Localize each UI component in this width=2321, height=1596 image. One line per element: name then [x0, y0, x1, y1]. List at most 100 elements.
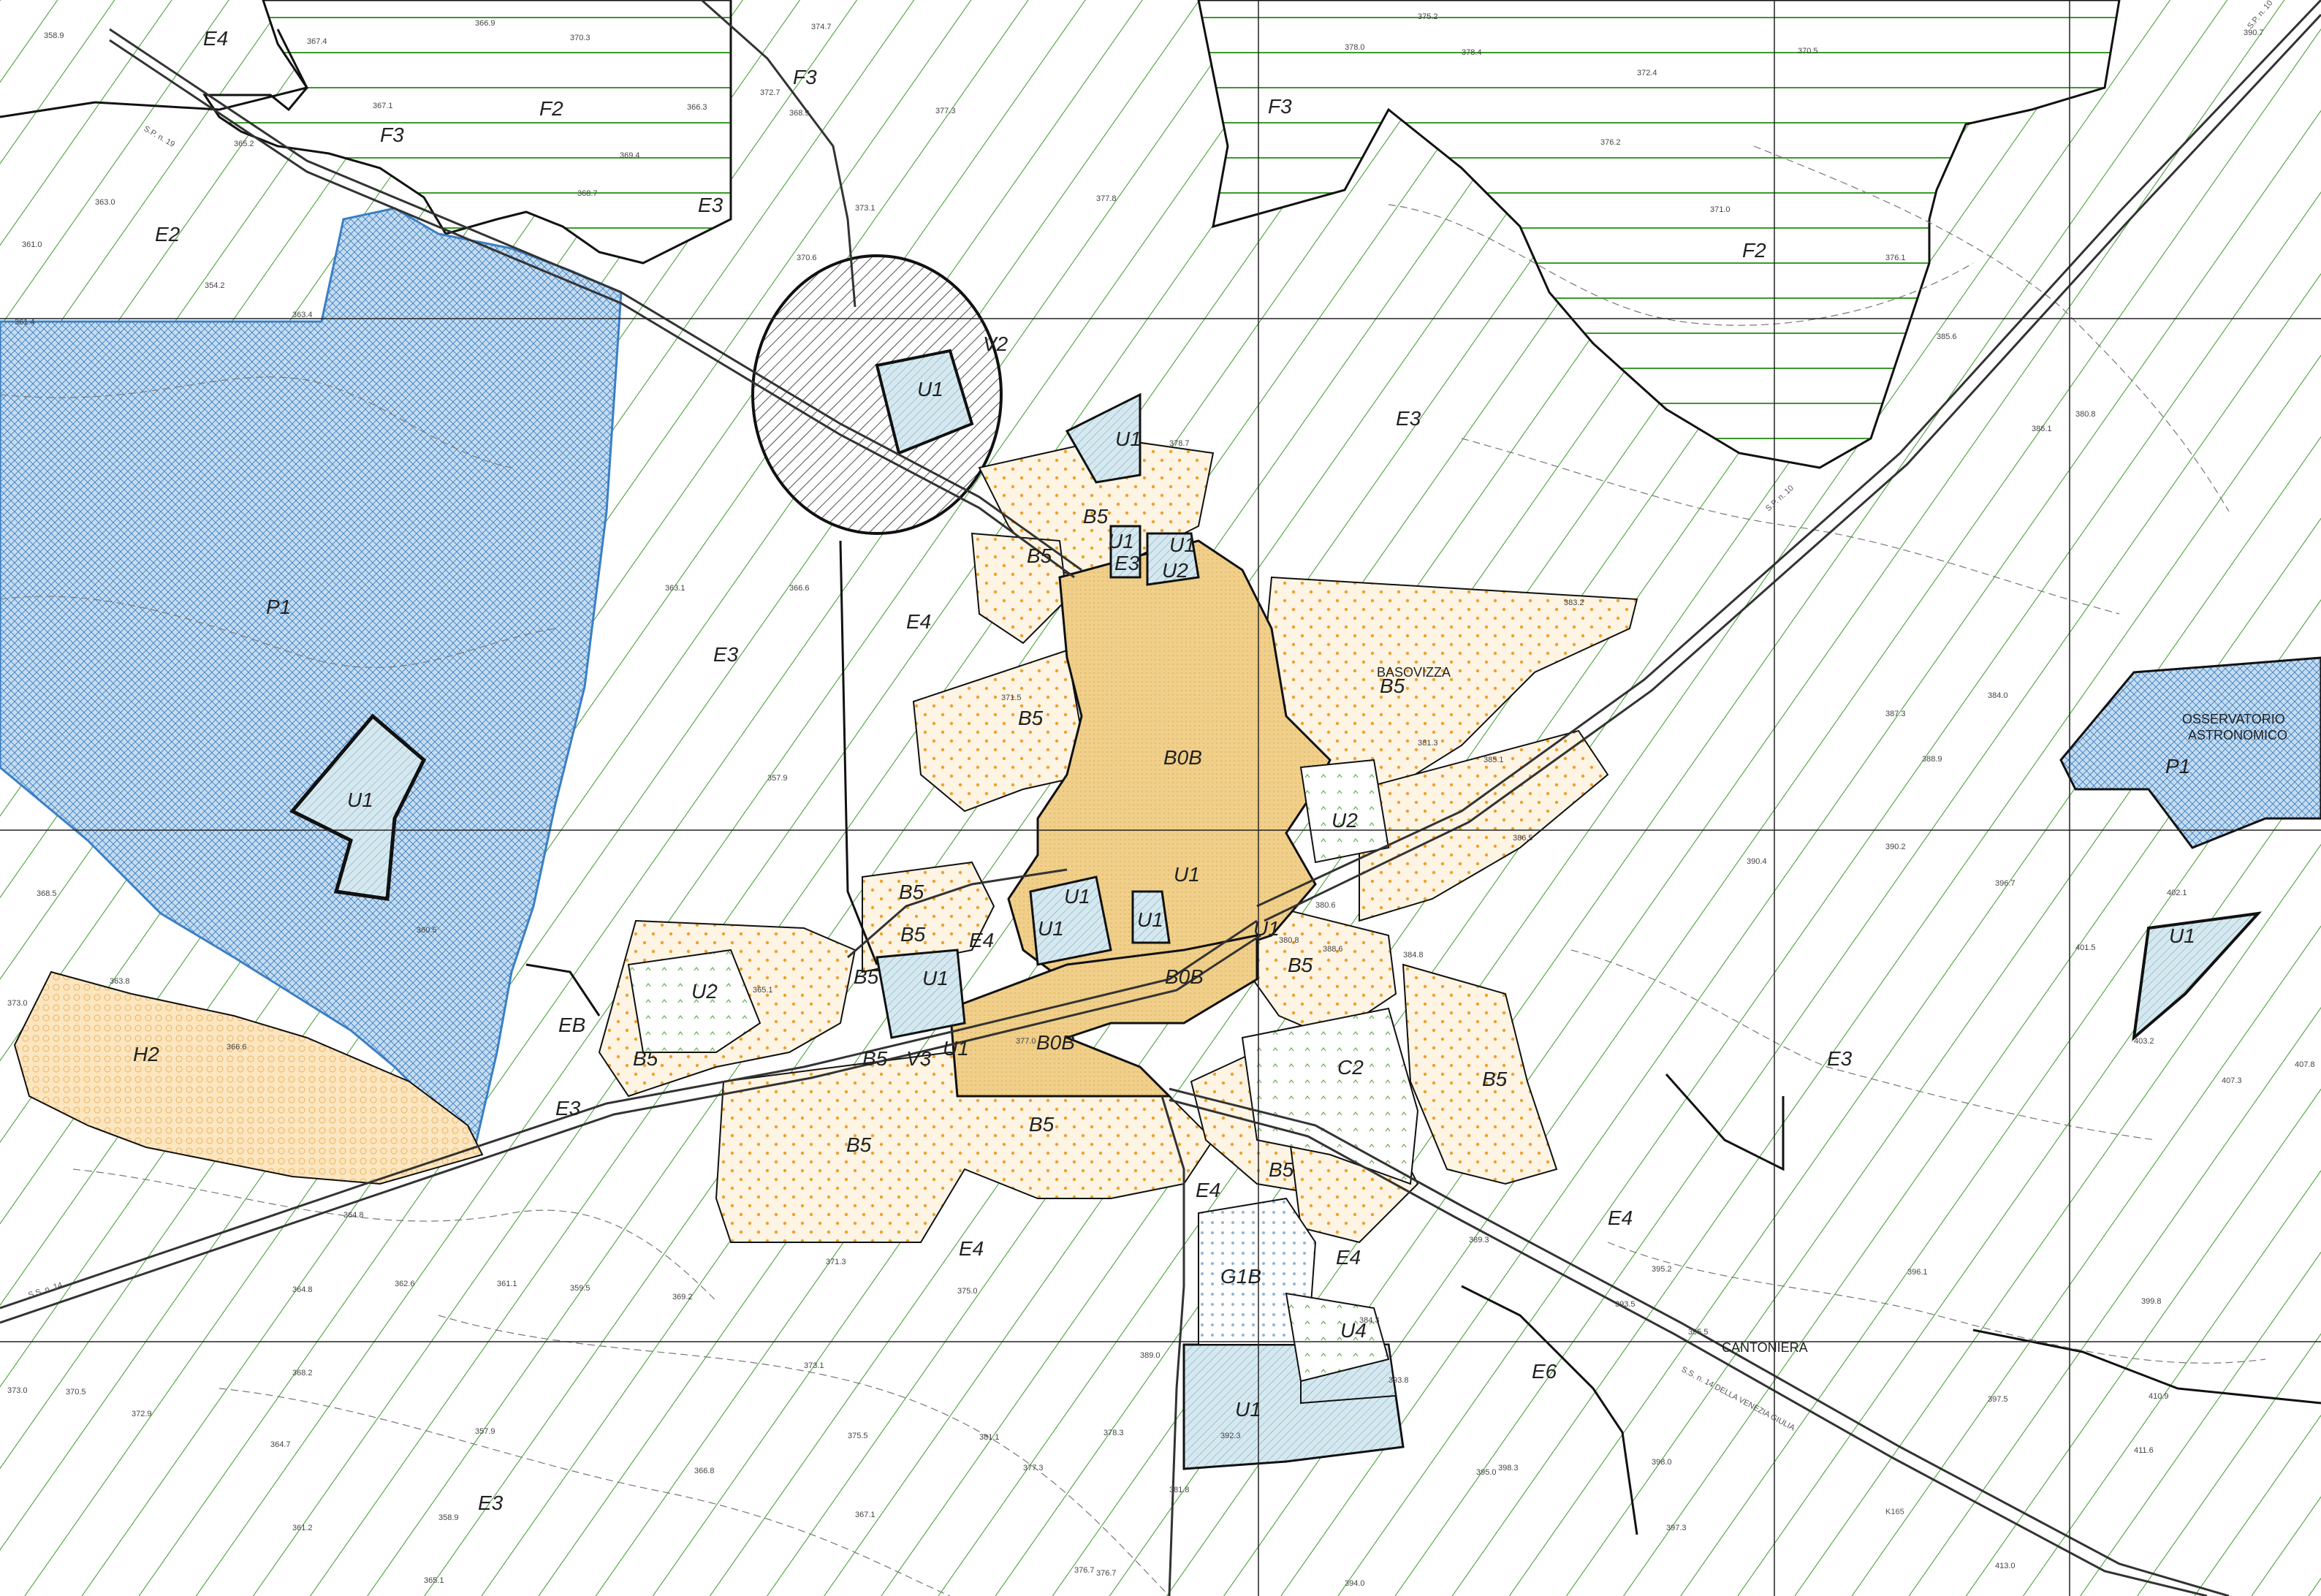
- zone-label-f3: F3: [793, 66, 817, 88]
- road-ss-14-east: [1169, 1087, 2230, 1596]
- zone-label-u2: U2: [1162, 559, 1188, 582]
- zone-v2: [751, 254, 1003, 535]
- zone-label-u1: U1: [922, 967, 949, 989]
- spot-height: 371.3: [826, 1258, 846, 1266]
- spot-height: 399.8: [2141, 1297, 2162, 1306]
- road-ss-14-west: [0, 919, 1258, 1310]
- spot-height: 378.0: [1345, 43, 1365, 52]
- spot-height: 390.2: [1885, 843, 1906, 851]
- zone-label-b5: B5: [1380, 674, 1405, 697]
- spot-height: 366.6: [227, 1043, 247, 1052]
- zone-label-e4: E4: [1336, 1246, 1361, 1269]
- spot-height: 407.3: [2222, 1076, 2242, 1085]
- spot-height: 376.2: [1600, 138, 1621, 147]
- spot-height: 375.5: [848, 1432, 868, 1440]
- zone-label-e4: E4: [1196, 1179, 1220, 1201]
- zone-label-u1: U1: [943, 1037, 969, 1060]
- spot-height: 365.1: [753, 986, 773, 995]
- zone-label-e4: E4: [906, 610, 931, 633]
- zone-label-p1: P1: [2165, 755, 2190, 778]
- spot-height: 384.8: [1403, 951, 1424, 960]
- spot-height: 383.2: [1564, 598, 1584, 607]
- spot-height: 370.5: [1798, 47, 1818, 56]
- place-label-basovizza: BASOVIZZA: [1377, 665, 1451, 680]
- spot-height: 396.1: [1907, 1268, 1928, 1277]
- zone-label-b5: B5: [854, 965, 879, 988]
- zone-label-v2: V2: [983, 332, 1008, 355]
- spot-height: 381.3: [1418, 739, 1438, 748]
- spot-height: 371.0: [1710, 205, 1731, 214]
- spot-height: 368.2: [292, 1369, 313, 1378]
- zone-label-b5: B5: [1288, 954, 1313, 976]
- spot-height: 388.6: [1323, 945, 1343, 954]
- zone-label-b5: B5: [633, 1047, 658, 1070]
- zone-u1-west: [289, 713, 427, 901]
- spot-height: 359.5: [570, 1284, 590, 1293]
- zone-label-e3: E3: [1114, 552, 1140, 574]
- zone-label-e4: E4: [1608, 1206, 1633, 1229]
- spot-height: 363.1: [665, 584, 685, 593]
- spot-height: 366.3: [687, 103, 707, 112]
- spot-height: 361.4: [15, 318, 35, 327]
- spot-height: 376.7: [1074, 1566, 1095, 1575]
- spot-height: 381.1: [979, 1433, 1000, 1442]
- road-label: K165: [1885, 1508, 1904, 1516]
- spot-height: 388.9: [1922, 755, 1942, 764]
- spot-height: 377.8: [1096, 194, 1117, 203]
- spot-height: 367.4: [307, 37, 327, 46]
- zone-label-b5: B5: [900, 923, 926, 946]
- zone-label-u2: U2: [1332, 809, 1358, 832]
- zone-label-u1: U1: [347, 788, 373, 811]
- spot-height: 367.1: [373, 102, 393, 110]
- spot-height: 358.9: [438, 1513, 459, 1522]
- zone-label-e3: E3: [478, 1492, 504, 1514]
- spot-height: 365.1: [424, 1576, 444, 1585]
- spot-height: 389.3: [1469, 1236, 1489, 1244]
- spot-height: 390.4: [1747, 857, 1767, 866]
- spot-height: 372.9: [132, 1410, 152, 1418]
- zone-h2: [13, 970, 484, 1185]
- spot-height: 411.6: [2134, 1446, 2154, 1455]
- spot-height: 364.8: [343, 1211, 364, 1220]
- zone-label-u4: U4: [1340, 1319, 1367, 1342]
- zone-label-b0b: B0B: [1165, 965, 1204, 988]
- spot-height: 378.3: [1103, 1429, 1124, 1437]
- road-sp-19-north: [701, 0, 856, 308]
- road-sp-10: [1256, 0, 2321, 908]
- zone-label-e3: E3: [1827, 1047, 1853, 1070]
- zone-label-f3: F3: [1268, 95, 1292, 118]
- zone-label-b5: B5: [1083, 505, 1109, 528]
- zone-label-b5: B5: [1029, 1113, 1055, 1136]
- zone-label-c2: C2: [1337, 1056, 1364, 1079]
- zone-label-f2: F2: [1742, 239, 1766, 262]
- spot-height: 376.7: [1096, 1569, 1117, 1578]
- spot-height: 364.8: [292, 1285, 313, 1294]
- zone-label-e2: E2: [155, 223, 181, 246]
- road-sp-19: [109, 28, 1082, 571]
- zone-label-eb: EB: [558, 1014, 585, 1036]
- spot-height: 395.2: [1652, 1265, 1672, 1274]
- place-label-astronomico: ASTRONOMICO: [2188, 728, 2287, 742]
- zone-b0b-south: [949, 934, 1258, 1098]
- spot-height: 370.5: [66, 1388, 86, 1396]
- spot-height: 380.8: [1279, 936, 1299, 945]
- spot-height: 371.5: [1001, 694, 1022, 702]
- spot-height: 368.9: [789, 109, 810, 118]
- spot-height: 384.0: [1988, 691, 2008, 700]
- spot-height: 387.3: [1885, 710, 1906, 718]
- spot-height: 397.5: [1988, 1395, 2008, 1404]
- zone-label-f2: F2: [539, 97, 563, 120]
- spot-height: 378.7: [1169, 439, 1190, 448]
- spot-height: 386.5: [1513, 834, 1533, 843]
- place-names: BASOVIZZA OSSERVATORIO ASTRONOMICO CANTO…: [1377, 665, 2287, 1355]
- zone-label-g1b: G1B: [1220, 1265, 1261, 1288]
- zone-label-e3: E3: [698, 194, 723, 216]
- spot-height: 375.2: [1418, 12, 1438, 21]
- spot-height: 390.7: [2244, 28, 2264, 37]
- zone-u1-v2: [875, 349, 974, 455]
- spot-height: 384.3: [1359, 1316, 1380, 1325]
- spot-height: 373.1: [804, 1361, 824, 1370]
